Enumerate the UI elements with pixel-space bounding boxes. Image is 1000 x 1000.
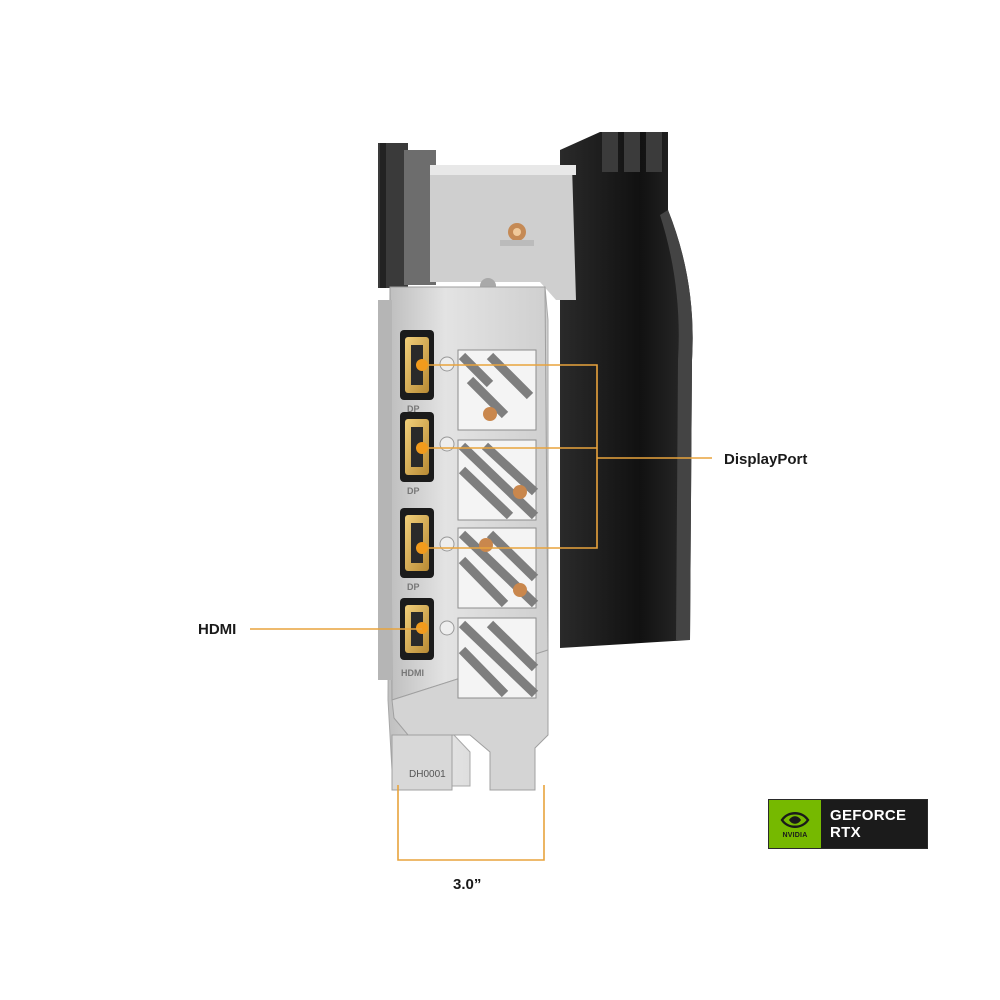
- callout-dots: [416, 359, 428, 634]
- displayport-callout-lines: [422, 364, 712, 549]
- geforce-rtx-badge: NVIDIA GEFORCE RTX: [768, 799, 928, 849]
- port-label-hdmi: HDMI: [401, 668, 424, 678]
- bracket-model-code: DH0001: [409, 769, 446, 780]
- port-label-dp-3: DP: [407, 582, 420, 592]
- geforce-rtx-text: GEFORCE RTX: [821, 800, 927, 848]
- port-label-dp-2: DP: [407, 486, 420, 496]
- port-label-dp-1: DP: [407, 404, 420, 414]
- heatsink-shroud: [560, 132, 693, 648]
- pcb-edge: [378, 143, 436, 288]
- nvidia-wordmark: NVIDIA: [782, 832, 808, 839]
- displayport-3: [400, 508, 434, 578]
- nvidia-logo: NVIDIA: [769, 800, 821, 848]
- badge-line-rtx: RTX: [830, 824, 861, 841]
- nvidia-eye-icon: [780, 812, 810, 828]
- badge-line-geforce: GEFORCE: [830, 807, 907, 824]
- displayport-label: DisplayPort: [724, 451, 808, 468]
- hdmi-label: HDMI: [198, 621, 237, 638]
- bracket-width-label: 3.0”: [453, 876, 482, 893]
- width-dimension-bracket: [397, 785, 545, 861]
- metal-shroud-plate: [430, 165, 576, 300]
